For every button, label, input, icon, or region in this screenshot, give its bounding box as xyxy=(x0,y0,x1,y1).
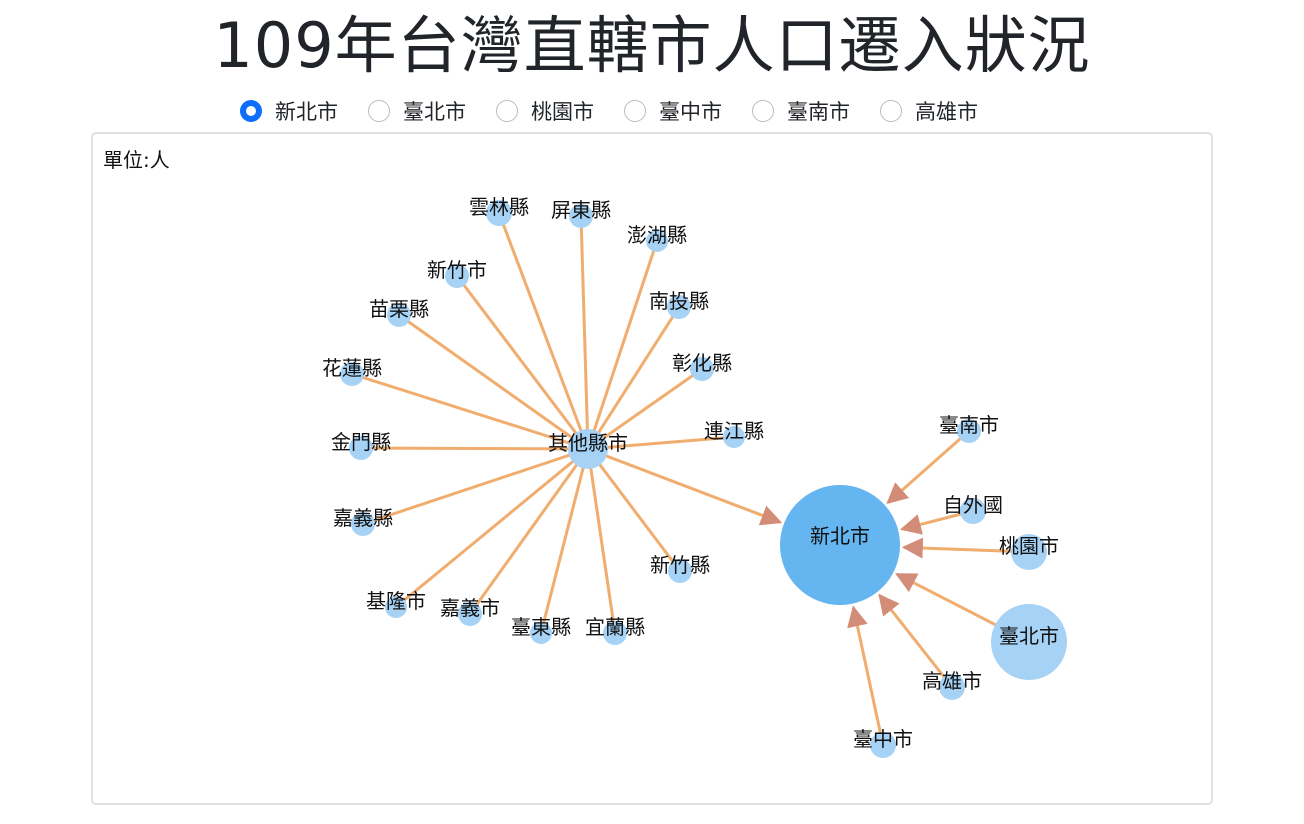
node-label: 嘉義縣 xyxy=(333,506,393,530)
graph-node[interactable] xyxy=(385,596,407,618)
graph-node[interactable] xyxy=(723,426,745,448)
network-graph[interactable]: 新北市 其他縣市臺北市 桃園市 自外國 臺南市高雄市臺中市 雲林縣屏東縣澎湖縣新竹市南投縣… xyxy=(93,134,1211,803)
node-label: 連江縣 xyxy=(704,419,764,443)
graph-panel: 單位:人 新北市其他縣市臺北市桃園市自外國臺南市高雄市臺中市雲林縣屏東縣澎湖縣新… xyxy=(91,132,1213,805)
graph-node[interactable] xyxy=(780,485,900,605)
edge xyxy=(878,593,954,688)
node-label: 高雄市 xyxy=(922,669,982,693)
radio-button-icon[interactable] xyxy=(752,100,774,122)
graph-node[interactable] xyxy=(991,604,1067,680)
radio-button-icon[interactable] xyxy=(624,100,646,122)
node-label: 嘉義市 xyxy=(440,596,500,620)
edge xyxy=(539,448,590,634)
node-label: 桃園市 xyxy=(999,534,1059,558)
unit-label: 單位:人 xyxy=(103,148,170,172)
graph-node[interactable] xyxy=(530,622,552,644)
node-label: 澎湖縣 xyxy=(627,223,687,247)
graph-node[interactable] xyxy=(1011,534,1047,570)
node-label: 南投縣 xyxy=(649,289,709,313)
graph-node[interactable] xyxy=(445,264,469,288)
radio-label: 高雄市 xyxy=(915,100,978,124)
graph-node[interactable] xyxy=(351,512,375,536)
radio-label: 新北市 xyxy=(275,100,338,124)
node-label: 金門縣 xyxy=(331,430,391,454)
node-label: 其他縣市 xyxy=(548,431,628,455)
edge xyxy=(398,313,589,451)
graph-node[interactable] xyxy=(668,559,692,583)
node-label: 臺北市 xyxy=(999,624,1059,648)
radio-button-icon[interactable] xyxy=(240,100,262,122)
node-label: 苗栗縣 xyxy=(369,297,429,321)
radio-option-0[interactable]: 新北市 xyxy=(240,96,338,126)
edge xyxy=(351,372,589,451)
graph-node[interactable] xyxy=(960,498,986,524)
node-label: 臺南市 xyxy=(939,413,999,437)
edge xyxy=(579,215,590,450)
edge xyxy=(586,306,681,450)
node-label: 自外國 xyxy=(943,493,1003,517)
graph-node[interactable] xyxy=(569,204,593,228)
graph-node[interactable] xyxy=(939,674,965,700)
edge xyxy=(586,240,659,450)
graph-node[interactable] xyxy=(667,295,691,319)
radio-label: 桃園市 xyxy=(531,100,594,124)
graph-node[interactable] xyxy=(349,436,373,460)
edge xyxy=(455,275,590,450)
node-label: 宜蘭縣 xyxy=(585,615,645,639)
edge xyxy=(497,212,590,450)
edge xyxy=(847,605,885,746)
radio-option-4[interactable]: 臺南市 xyxy=(752,96,850,126)
node-label: 新竹縣 xyxy=(650,553,710,577)
graph-node[interactable] xyxy=(870,732,896,758)
edge xyxy=(360,446,589,451)
graph-node[interactable] xyxy=(646,230,668,252)
node-label: 雲林縣 xyxy=(469,195,529,219)
graph-node[interactable] xyxy=(568,429,608,469)
radio-label: 臺中市 xyxy=(659,100,722,124)
graph-node[interactable] xyxy=(603,621,627,645)
city-radio-group: 新北市 臺北市 桃園市 臺中市 臺南市 高雄市 xyxy=(240,96,1008,126)
edge xyxy=(468,448,590,615)
graph-node[interactable] xyxy=(957,419,981,443)
graph-node[interactable] xyxy=(458,602,482,626)
node-label: 彰化縣 xyxy=(672,351,732,375)
graph-node[interactable] xyxy=(690,357,714,381)
radio-option-2[interactable]: 桃園市 xyxy=(496,96,594,126)
edge xyxy=(587,447,783,526)
radio-label: 臺南市 xyxy=(787,100,850,124)
edge xyxy=(587,367,703,451)
page-title: 109年台灣直轄市人口遷入狀況 xyxy=(213,9,1091,82)
node-label: 屏東縣 xyxy=(551,198,611,222)
edge xyxy=(586,448,682,572)
node-label: 基隆市 xyxy=(366,589,426,613)
radio-button-icon[interactable] xyxy=(368,100,390,122)
node-label: 臺東縣 xyxy=(511,615,571,639)
radio-option-5[interactable]: 高雄市 xyxy=(880,96,978,126)
radio-button-icon[interactable] xyxy=(496,100,518,122)
node-label: 新北市 xyxy=(810,524,870,548)
edge xyxy=(886,429,970,505)
graph-node[interactable] xyxy=(340,362,364,386)
radio-option-3[interactable]: 臺中市 xyxy=(624,96,722,126)
graph-node[interactable] xyxy=(486,200,512,226)
edge xyxy=(395,447,589,609)
radio-button-icon[interactable] xyxy=(880,100,902,122)
edge xyxy=(901,537,1030,559)
node-label: 花蓮縣 xyxy=(322,356,382,380)
node-label: 臺中市 xyxy=(853,727,913,751)
graph-node[interactable] xyxy=(387,303,411,327)
radio-label: 臺北市 xyxy=(403,100,466,124)
edge xyxy=(587,435,735,451)
edge xyxy=(362,447,589,526)
radio-option-1[interactable]: 臺北市 xyxy=(368,96,466,126)
edge xyxy=(586,448,617,634)
node-label: 新竹市 xyxy=(427,258,487,282)
